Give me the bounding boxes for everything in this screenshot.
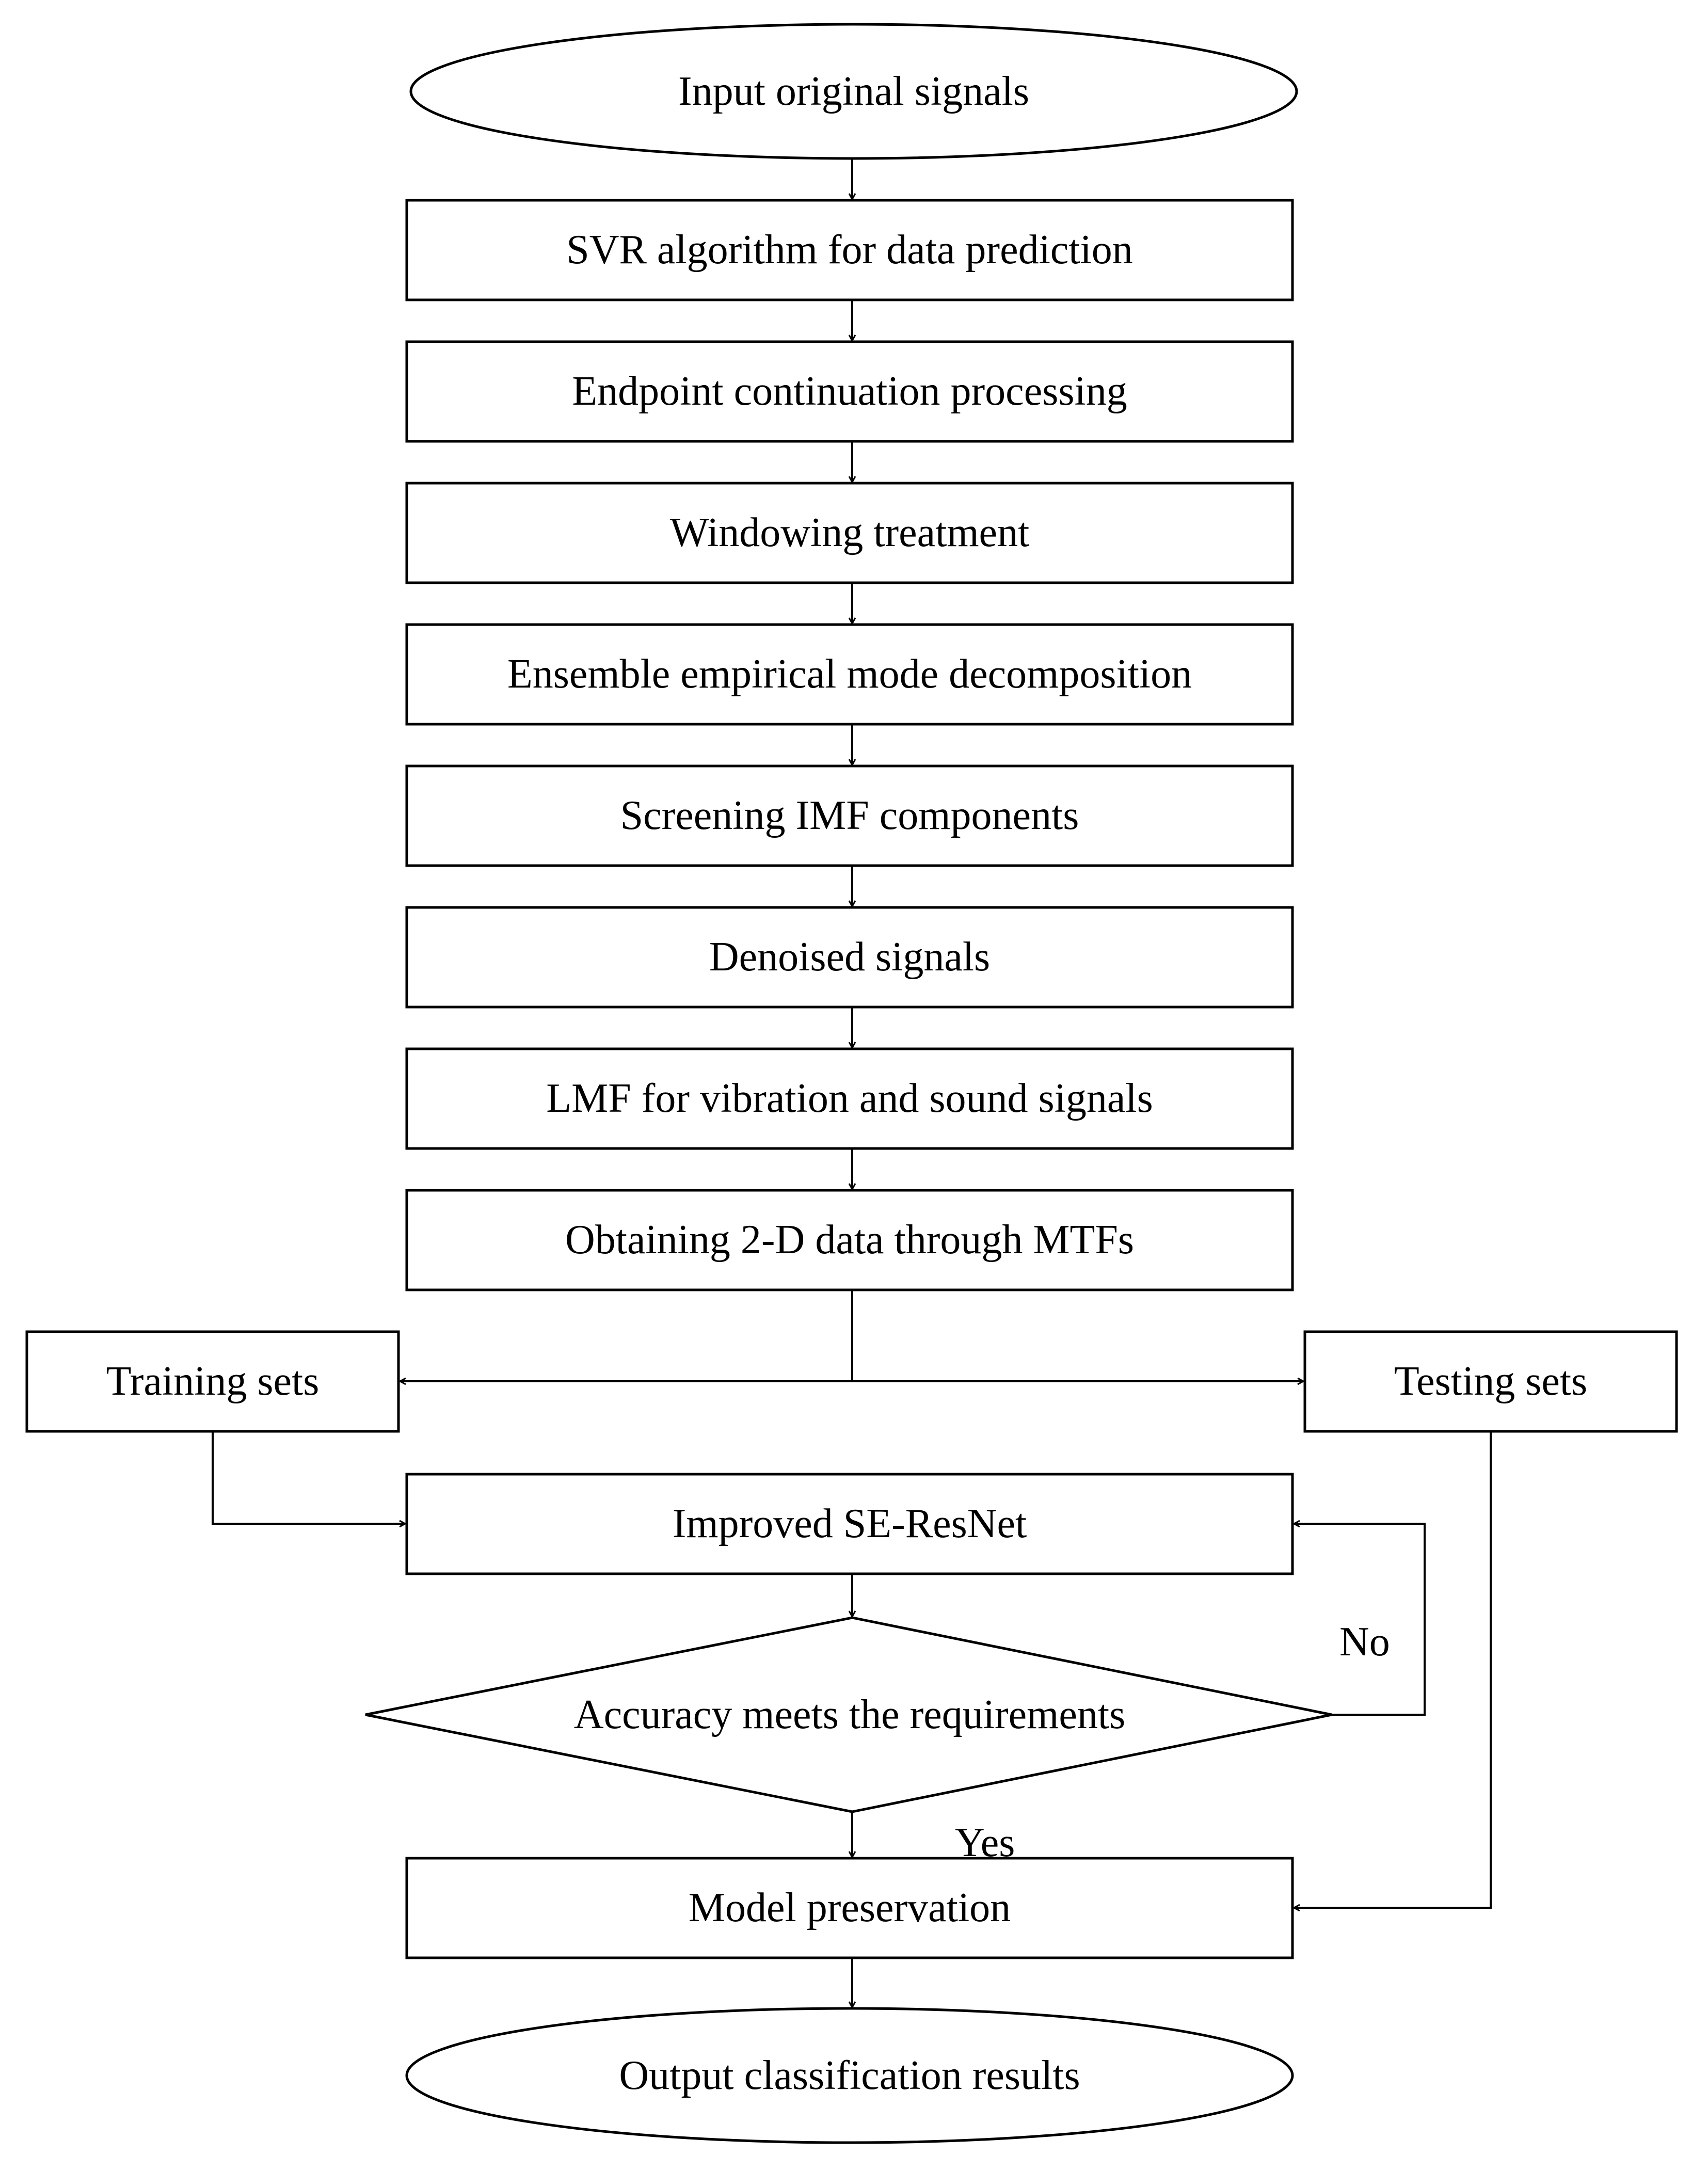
start-terminator: Input original signals — [409, 23, 1298, 160]
arrow-no-loop — [1294, 1524, 1426, 1716]
training-sets-box: Training sets — [25, 1330, 400, 1433]
step-windowing-label: Windowing treatment — [670, 510, 1030, 555]
step-lmf-label: LMF for vibration and sound signals — [546, 1076, 1153, 1121]
step-eemd: Ensemble empirical mode decomposition — [405, 623, 1294, 726]
decision-diamond: Accuracy meets the requirements — [365, 1616, 1332, 1813]
step-screening-imf-label: Screening IMF components — [620, 793, 1079, 838]
step-svr-prediction-label: SVR algorithm for data prediction — [566, 227, 1133, 273]
model-label: Improved SE-ResNet — [673, 1501, 1027, 1546]
start-label: Input original signals — [678, 69, 1029, 114]
step-mtf: Obtaining 2-D data through MTFs — [405, 1189, 1294, 1291]
step-mtf-label: Obtaining 2-D data through MTFs — [565, 1217, 1134, 1263]
connectors — [212, 158, 1492, 2007]
step-denoised-signals: Denoised signals — [405, 906, 1294, 1009]
step-screening-imf: Screening IMF components — [405, 764, 1294, 867]
step-lmf: LMF for vibration and sound signals — [405, 1047, 1294, 1150]
step-svr-prediction: SVR algorithm for data prediction — [405, 199, 1294, 301]
testing-sets-label: Testing sets — [1394, 1359, 1587, 1404]
step-denoised-signals-label: Denoised signals — [709, 934, 990, 980]
preservation-label: Model preservation — [689, 1885, 1011, 1930]
decision-label: Accuracy meets the requirements — [574, 1692, 1125, 1737]
step-endpoint-continuation-label: Endpoint continuation processing — [572, 369, 1127, 414]
testing-sets-box: Testing sets — [1303, 1330, 1678, 1433]
end-label: Output classification results — [619, 2053, 1080, 2098]
training-sets-label: Training sets — [106, 1359, 320, 1404]
yes-label: Yes — [955, 1820, 1015, 1865]
no-label: No — [1339, 1619, 1390, 1665]
step-endpoint-continuation: Endpoint continuation processing — [405, 340, 1294, 443]
preservation-box: Model preservation — [405, 1857, 1294, 1959]
model-box: Improved SE-ResNet — [405, 1473, 1294, 1575]
arrow-testing-to-preservation — [1294, 1431, 1492, 1908]
arrow-training-to-model — [212, 1431, 405, 1524]
step-windowing: Windowing treatment — [405, 482, 1294, 584]
step-eemd-label: Ensemble empirical mode decomposition — [507, 651, 1192, 697]
end-terminator: Output classification results — [405, 2007, 1294, 2144]
